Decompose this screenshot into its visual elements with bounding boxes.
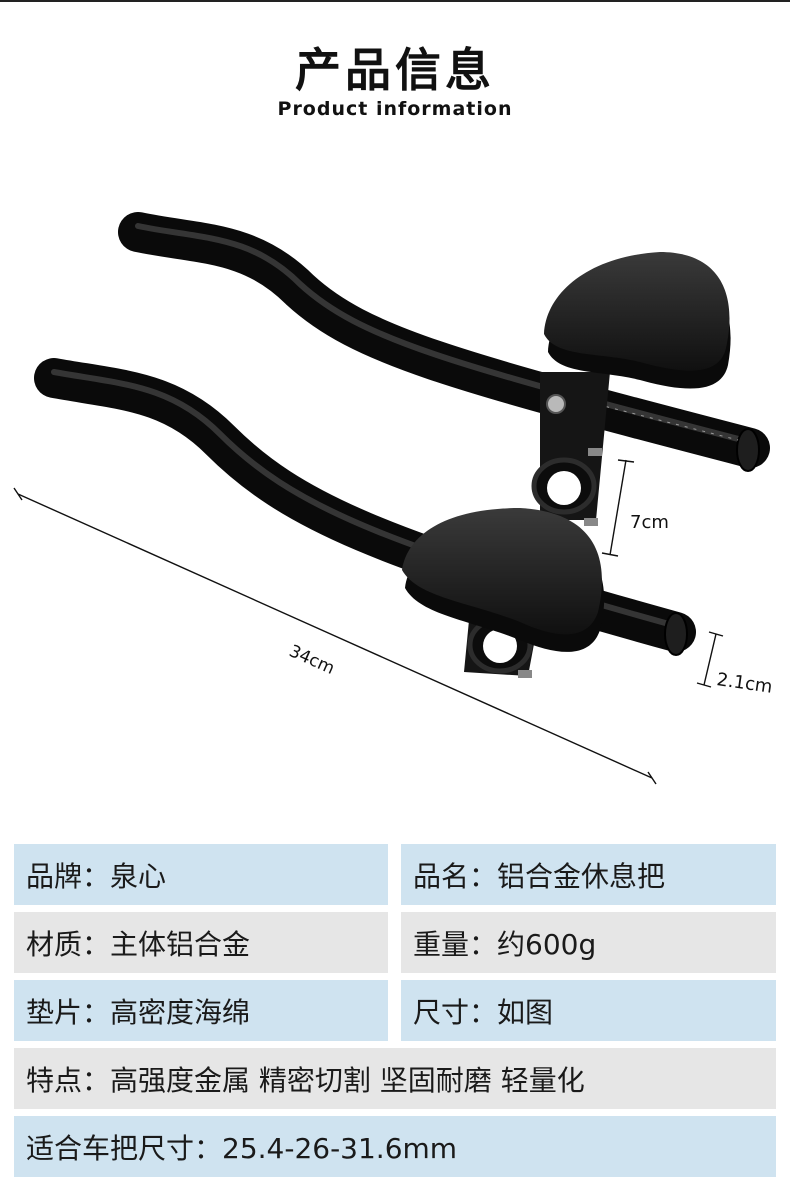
length-dimension-line: [13, 487, 657, 785]
spec-weight: 重量：约600g: [401, 912, 776, 973]
spec-pad: 垫片：高密度海绵: [14, 980, 388, 1041]
top-divider: [0, 0, 790, 2]
upper-arm-pad: [544, 252, 731, 389]
spec-features: 特点：高强度金属 精密切割 坚固耐磨 轻量化: [14, 1048, 776, 1109]
page-subtitle: Product information: [277, 98, 513, 120]
length-label: 34cm: [286, 641, 338, 679]
page-title: 产品信息: [295, 43, 495, 97]
spec-brand: 品牌：泉心: [14, 844, 388, 905]
lower-arm-pad: [402, 508, 605, 652]
product-illustration: 34cm 7cm 2.1cm: [13, 212, 774, 785]
spec-material: 材质：主体铝合金: [14, 912, 388, 973]
spec-size: 尺寸：如图: [401, 980, 776, 1041]
diameter-dimension-line: [696, 631, 724, 688]
spec-product-name: 品名：铝合金休息把: [401, 844, 776, 905]
diameter-label: 2.1cm: [715, 669, 773, 698]
height-label: 7cm: [630, 512, 669, 533]
upper-clamp: [531, 372, 610, 526]
spec-handlebar-fit: 适合车把尺寸：25.4-26-31.6mm: [14, 1116, 776, 1177]
height-dimension-line: [601, 459, 635, 557]
